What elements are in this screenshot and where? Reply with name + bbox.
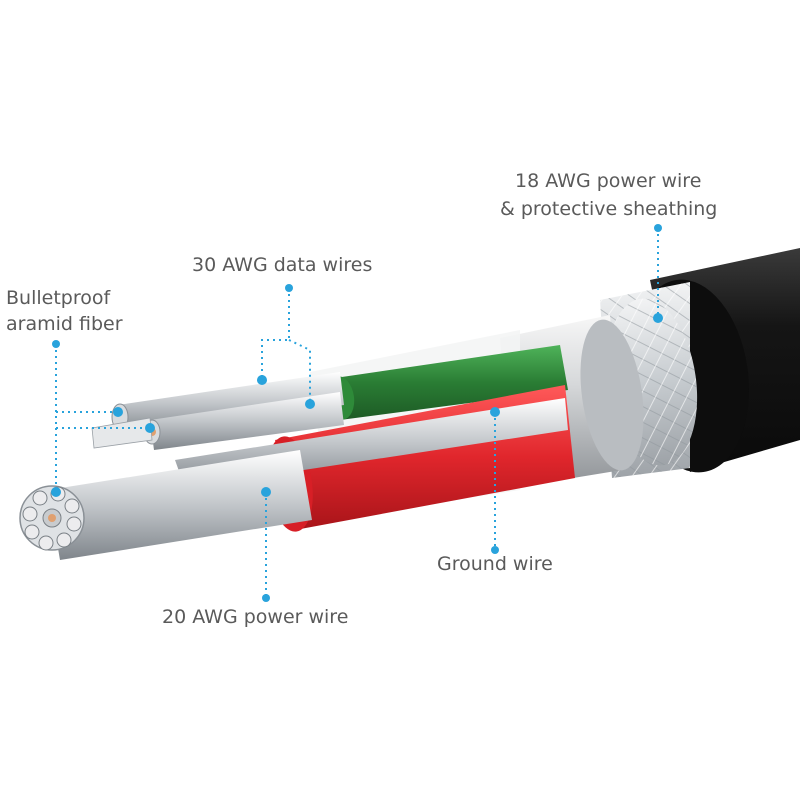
label-ground-wire: Ground wire (437, 553, 553, 575)
dot-aramid-target-a (113, 407, 123, 417)
dot-data-target-a (257, 375, 267, 385)
dot-power-20-bottom (262, 594, 270, 602)
dot-sheathing-top (654, 224, 662, 232)
callout-dots (51, 224, 663, 602)
label-sheathing-line2: & protective sheathing (500, 198, 718, 220)
dot-aramid-top (52, 340, 60, 348)
label-sheathing-line1: 18 AWG power wire (515, 170, 702, 192)
dot-power-20-target (261, 487, 271, 497)
dot-aramid-target-c (51, 487, 61, 497)
dot-data-top (285, 284, 293, 292)
dot-ground-target (490, 407, 500, 417)
leader-aramid (55, 344, 150, 492)
leader-data-wires (261, 288, 311, 404)
callout-leaders (55, 228, 659, 598)
dot-data-target-b (305, 399, 315, 409)
label-data-wires: 30 AWG data wires (192, 254, 373, 276)
power-wire-20-strands (19, 450, 312, 560)
dot-ground-bottom (491, 546, 499, 554)
dot-aramid-target-b (145, 423, 155, 433)
label-aramid-line1: Bulletproof (6, 287, 111, 309)
power-wire-20-end (19, 485, 85, 551)
label-power-wire-20: 20 AWG power wire (162, 606, 349, 628)
aramid-fiber-strand (91, 417, 153, 449)
dot-sheathing-target (653, 313, 663, 323)
label-aramid-line2: aramid fiber (6, 313, 123, 335)
